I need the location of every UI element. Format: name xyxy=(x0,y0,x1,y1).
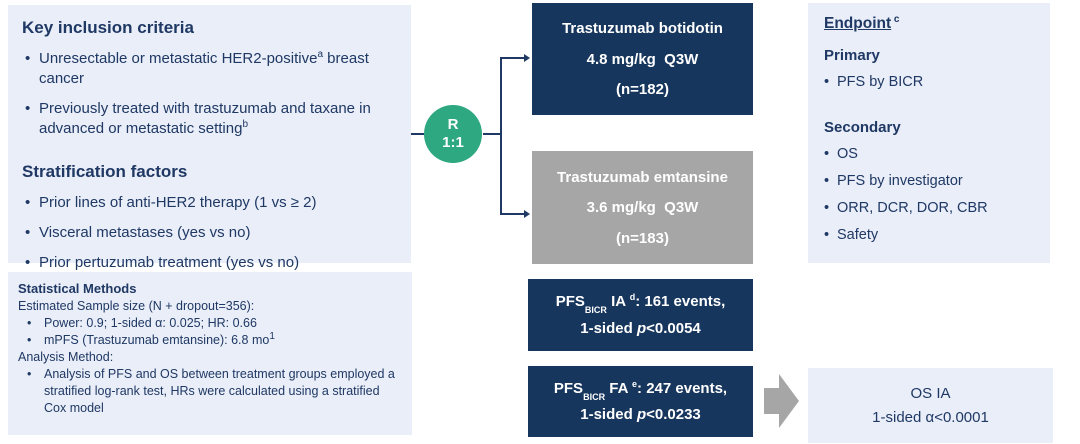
stats-analysis-method-line: Analysis Method: xyxy=(18,350,114,364)
connector-line-bottom-branch xyxy=(500,213,524,215)
os-interim-analysis-box: OS IA 1-sided α<0.0001 xyxy=(808,368,1053,443)
inclusion-criteria-panel: Key inclusion criteria Unresectable or m… xyxy=(8,5,411,273)
arm-top-drug-name: Trastuzumab botidotin xyxy=(562,20,723,38)
pfs-ia-line-2: 1-sided p<0.0054 xyxy=(580,320,701,337)
stratification-bullet: Visceral metastases (yes vs no) xyxy=(22,223,397,243)
arm-bottom-n: (n=183) xyxy=(616,229,669,247)
endpoint-panel: Endpoint c Primary PFS by BICR Secondary… xyxy=(808,3,1050,263)
randomization-letter: R xyxy=(447,116,459,133)
randomization-ratio: 1:1 xyxy=(442,134,464,151)
stats-bullet-analysis: Analysis of PFS and OS between treatment… xyxy=(18,366,402,417)
connector-line-right xyxy=(483,133,501,135)
stats-sample-size-line: Estimated Sample size (N + dropout=356): xyxy=(18,299,255,313)
footnote-d: d xyxy=(629,292,636,302)
statistical-methods-panel: Statistical Methods Estimated Sample siz… xyxy=(8,272,412,435)
pfs-ia-ia: IA xyxy=(606,293,630,310)
pfs-ia-pfs: PFS xyxy=(555,293,585,310)
pfs-fa-line-2: 1-sided p<0.0233 xyxy=(580,406,701,423)
os-ia-alpha: 1-sided α<0.0001 xyxy=(872,408,989,426)
pfs-fa-fa: FA xyxy=(605,379,633,397)
pfs-fa-bicr-subscript: BICR xyxy=(583,391,606,402)
inclusion-title: Key inclusion criteria xyxy=(22,18,194,37)
os-ia-title: OS IA xyxy=(910,384,951,402)
arm-top-n: (n=182) xyxy=(616,80,669,98)
secondary-endpoint-bullet: Safety xyxy=(824,226,1034,245)
flow-arrow-icon xyxy=(764,374,799,428)
inclusion-bullet-1-text: Unresectable or metastatic HER2-positive xyxy=(39,50,318,67)
inclusion-bullet-2: Previously treated with trastuzumab and … xyxy=(22,99,397,139)
stratification-title: Stratification factors xyxy=(22,162,188,181)
endpoint-title-text: Endpoint xyxy=(824,15,892,32)
inclusion-bullet-1: Unresectable or metastatic HER2-positive… xyxy=(22,49,397,89)
arm-bottom-dose: 3.6 mg/kg Q3W xyxy=(586,199,699,216)
pfs-ia-events: : 161 events, xyxy=(635,293,726,310)
reference-1: 1 xyxy=(269,330,275,342)
stats-bullet-mpfs-text: mPFS (Trastuzumab emtansine): 6.8 mo xyxy=(44,333,270,347)
endpoint-title: Endpoint c xyxy=(824,14,1034,34)
footnote-b: b xyxy=(242,119,249,130)
arm-bottom-drug-name: Trastuzumab emtansine xyxy=(557,168,728,186)
treatment-arm-emtansine-box: Trastuzumab emtansine 3.6 mg/kg Q3W (n=1… xyxy=(532,151,753,264)
pfs-fa-p-italic: p xyxy=(636,406,647,424)
footnote-a: a xyxy=(317,49,324,60)
footnote-c: c xyxy=(891,13,900,25)
stats-title: Statistical Methods xyxy=(18,281,137,296)
connector-line-vertical xyxy=(500,57,502,215)
randomization-circle: R 1:1 xyxy=(424,105,482,163)
primary-endpoint-bullet: PFS by BICR xyxy=(824,73,1034,92)
pfs-interim-analysis-box: PFSBICR IA d: 161 events, 1-sided p<0.00… xyxy=(528,279,753,351)
secondary-endpoint-bullet: OS xyxy=(824,145,1034,164)
flow-arrow-head xyxy=(779,374,799,428)
pfs-ia-line-1: PFSBICR IA d: 161 events, xyxy=(555,292,726,315)
pfs-final-analysis-box: PFSBICR FA e: 247 events, 1-sided p<0.02… xyxy=(528,366,753,437)
secondary-endpoint-bullet: PFS by investigator xyxy=(824,172,1034,191)
secondary-endpoint-bullet: ORR, DCR, DOR, CBR xyxy=(824,199,1034,218)
arrowhead-top-icon xyxy=(524,54,530,62)
secondary-endpoint-title: Secondary xyxy=(824,119,901,136)
connector-line-left xyxy=(411,133,424,135)
inclusion-bullet-1-tail: breast cancer xyxy=(39,50,369,87)
footnote-e: e xyxy=(632,378,638,389)
stats-bullet-power: Power: 0.9; 1-sided α: 0.025; HR: 0.66 xyxy=(18,315,402,332)
primary-endpoint-title: Primary xyxy=(824,47,880,64)
pfs-fa-pfs: PFS xyxy=(553,379,584,397)
pfs-ia-sided: 1-sided xyxy=(580,320,637,337)
pfs-ia-p-value: <0.0054 xyxy=(646,320,701,337)
connector-line-top-branch xyxy=(500,57,524,59)
pfs-ia-bicr-subscript: BICR xyxy=(584,305,607,315)
pfs-fa-sided: 1-sided xyxy=(580,406,637,424)
pfs-fa-p-value: <0.0233 xyxy=(646,406,701,424)
pfs-ia-p-italic: p xyxy=(636,320,647,337)
arrowhead-bottom-icon xyxy=(524,210,530,218)
flow-arrow-shaft xyxy=(764,388,779,414)
treatment-arm-botidotin-box: Trastuzumab botidotin 4.8 mg/kg Q3W (n=1… xyxy=(532,3,753,115)
pfs-fa-events: : 247 events, xyxy=(637,379,728,397)
pfs-fa-line-1: PFSBICR FA e: 247 events, xyxy=(553,378,728,401)
inclusion-bullet-2-text: Previously treated with trastuzumab and … xyxy=(39,100,371,137)
stratification-bullet: Prior pertuzumab treatment (yes vs no) xyxy=(22,253,397,273)
stratification-bullet: Prior lines of anti-HER2 therapy (1 vs ≥… xyxy=(22,193,397,213)
arm-top-dose: 4.8 mg/kg Q3W xyxy=(586,50,699,68)
stats-bullet-mpfs: mPFS (Trastuzumab emtansine): 6.8 mo1 xyxy=(18,330,402,349)
